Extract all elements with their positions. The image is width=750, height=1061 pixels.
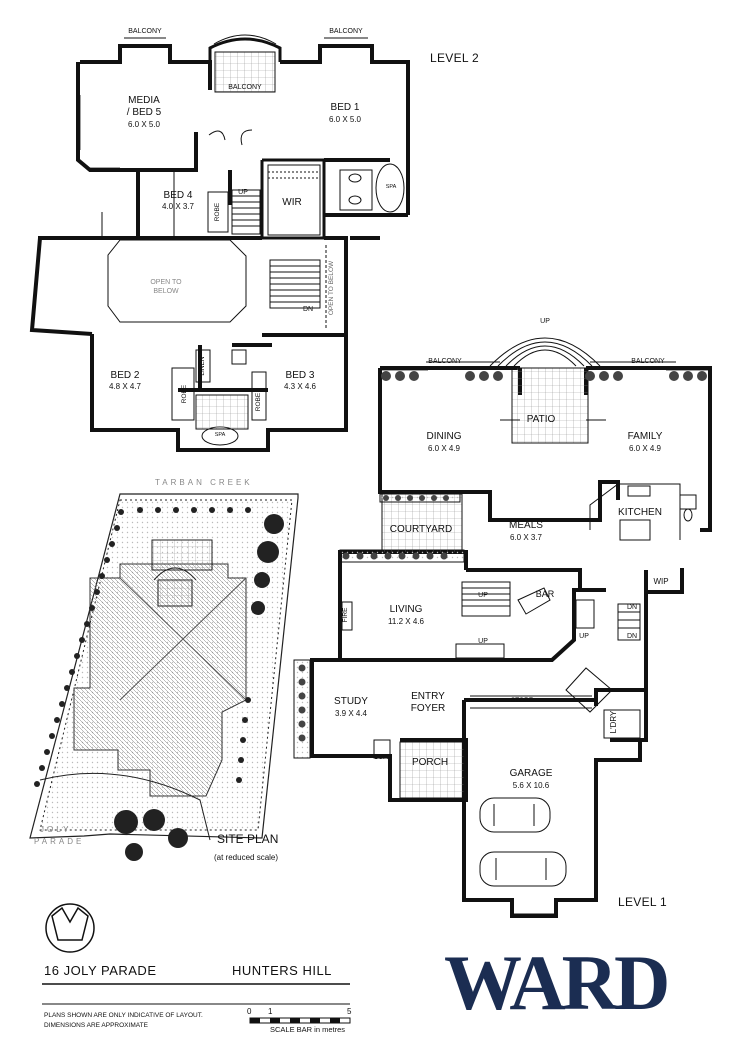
site-plan-title: SITE PLAN [217,832,279,846]
family-dimension: 6.0 X 4.9 [628,444,662,453]
bed-3-robe-label: ROBE [254,392,262,412]
garage-dimension: 5.6 X 10.6 [512,781,550,790]
media-room-label: MEDIA [128,95,160,106]
scale-tick-5: 5 [347,1007,352,1016]
site-trees [34,507,284,861]
scale-tick-1: 1 [268,1007,273,1016]
street-label-2: PARADE [34,837,85,846]
study-label: STUDY [334,696,368,707]
footer-rules [42,983,350,1005]
living-dimension: 11.2 X 4.6 [388,617,424,626]
garage-label: GARAGE [509,768,553,779]
bed-1-label: BED 1 [330,102,360,113]
bar-label: BAR [535,589,555,599]
meals-dimension: 6.0 X 3.7 [509,533,543,542]
linen-label: LINEN [198,356,206,376]
kitchen-label: KITCHEN [618,507,662,518]
dining-label: DINING [426,431,462,442]
entry-label: ENTRY [411,691,445,702]
level-2-balcony-center-label: BALCONY [228,84,262,91]
scale-tick-0: 0 [247,1007,252,1016]
courtyard-label: COURTYARD [389,524,453,535]
scale-caption: SCALE BAR in metres [270,1025,346,1034]
laundry-label: L'DRY [609,710,618,734]
dining-dimension: 6.0 X 4.9 [427,444,461,453]
site-plan-subtitle: (at reduced scale) [214,853,279,862]
suburb-label: HUNTERS HILL [232,963,332,978]
wir-label: WIR [282,197,302,208]
cupboard-label: CUP. [373,754,389,761]
bed-2-robe-label: ROBE [180,384,188,404]
site-plan-drawing [29,493,299,841]
level-2-plan [29,37,410,452]
level-2-stair-down-label: DN [302,306,314,313]
living-label: LIVING [389,604,423,615]
bed-4-dimension: 4.0 X 3.7 [161,202,195,211]
media-room-label-2: / BED 5 [126,107,162,118]
address-label: 16 JOLY PARADE [44,963,157,978]
level-1-stair-down-label-2: DN [626,633,638,640]
bed-1-dimension: 6.0 X 5.0 [328,115,362,124]
ward-brand-logo: WARD [444,939,670,1026]
level-1-stair-down-label: DN [626,604,638,611]
patio-steps-up-label: UP [540,318,550,325]
bed-3-dimension: 4.3 X 4.6 [283,382,317,391]
living-stair-up-label: UP [478,592,488,599]
bed-4-label: BED 4 [163,190,193,201]
wip-label: WIP [653,577,669,586]
disclaimer-line-1: PLANS SHOWN ARE ONLY INDICATIVE OF LAYOU… [44,1012,203,1019]
fire-label: FIRE [341,607,349,623]
level-2-balcony-left-label: BALCONY [128,28,162,35]
open-to-below-label-2: BELOW [153,288,179,295]
patio-label: PATIO [526,414,556,425]
bed-3-label: BED 3 [285,370,315,381]
street-label: JOLY [40,825,72,834]
living-step-up-label: UP [478,638,488,645]
open-to-below-label: OPEN TO [150,279,182,286]
family-label: FAMILY [627,431,663,442]
foyer-label: FOYER [410,703,446,714]
bed-2-dimension: 4.8 X 4.7 [108,382,142,391]
tarban-creek-label: TARBAN CREEK [155,478,253,487]
store-label: STORE [510,697,534,704]
scale-bar [249,1017,351,1024]
bathroom-spa-label: SPA [214,432,226,438]
level-2-stair-up-label: UP [238,189,248,196]
level-2-title: LEVEL 2 [430,51,480,65]
study-dimension: 3.9 X 4.4 [334,709,368,718]
north-point-icon [45,903,95,953]
bed-2-label: BED 2 [110,370,140,381]
level-1-title: LEVEL 1 [618,895,668,909]
level-2-balcony-right-label: BALCONY [329,28,363,35]
disclaimer-line-2: DIMENSIONS ARE APPROXIMATE [44,1022,148,1029]
level-1-shrubs [298,371,707,742]
level-1-balcony-left-label: BALCONY [428,358,462,365]
media-room-dimension: 6.0 X 5.0 [127,120,161,129]
porch-label: PORCH [411,757,449,768]
ensuite-spa-label: SPA [385,184,397,190]
bed-4-robe-label: ROBE [213,202,221,222]
open-to-below-vertical-label: OPEN TO BELOW [327,260,335,316]
level-1-balcony-right-label: BALCONY [631,358,665,365]
meals-label: MEALS [509,520,543,531]
level-1-stair-up-label-2: UP [579,633,589,640]
